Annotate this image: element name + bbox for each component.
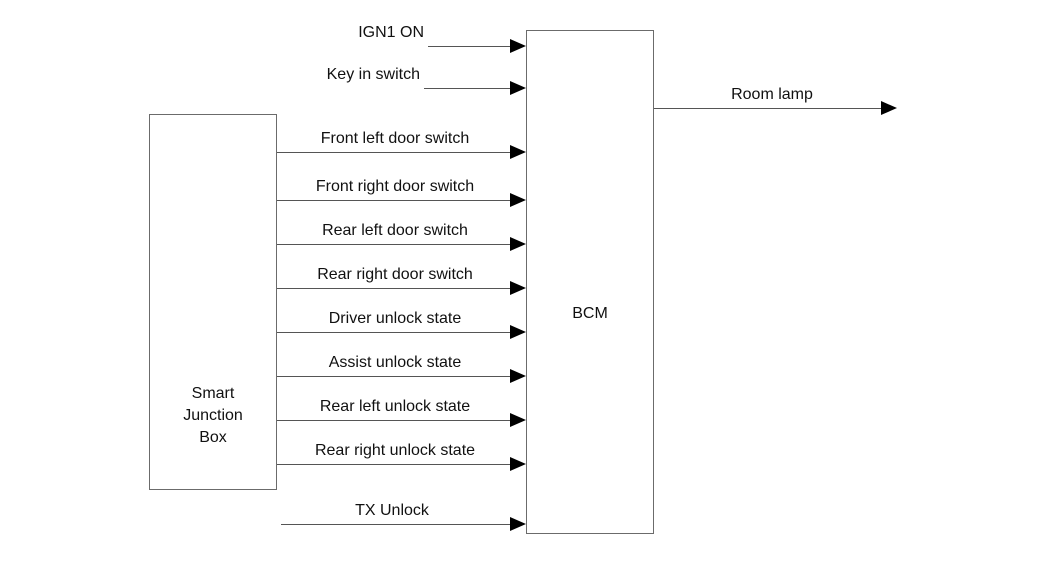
signal-line — [277, 288, 510, 289]
arrowhead-icon — [510, 193, 526, 207]
signal-label: Rear right unlock state — [314, 442, 476, 459]
arrowhead-icon — [510, 145, 526, 159]
block-smart-junction-box[interactable]: Smart Junction Box — [149, 114, 277, 490]
signal-label: Front right door switch — [315, 178, 475, 195]
signal-line — [424, 88, 510, 89]
signal-line — [277, 200, 510, 201]
arrowhead-icon — [510, 517, 526, 531]
arrowhead-icon — [510, 457, 526, 471]
arrowhead-icon — [881, 101, 897, 115]
arrowhead-icon — [510, 325, 526, 339]
signal-label: IGN1 ON — [358, 24, 424, 41]
signal-line — [281, 524, 510, 525]
signal-label: TX Unlock — [355, 502, 429, 519]
signal-line — [654, 108, 881, 109]
bcm-label: BCM — [572, 305, 608, 322]
signal-label: Room lamp — [731, 86, 813, 103]
signal-line — [277, 152, 510, 153]
signal-line — [277, 464, 510, 465]
signal-label: Rear left door switch — [322, 222, 468, 239]
arrowhead-icon — [510, 413, 526, 427]
smart-junction-box-label: Smart Junction Box — [183, 385, 243, 446]
block-bcm[interactable]: BCM — [526, 30, 654, 534]
signal-label: Driver unlock state — [328, 310, 462, 327]
signal-label: Assist unlock state — [328, 354, 462, 371]
signal-line — [277, 244, 510, 245]
signal-line — [428, 46, 510, 47]
signal-label: Key in switch — [326, 66, 420, 83]
signal-line — [277, 332, 510, 333]
signal-label: Front left door switch — [320, 130, 470, 147]
arrowhead-icon — [510, 237, 526, 251]
signal-line — [277, 420, 510, 421]
arrowhead-icon — [510, 369, 526, 383]
signal-line — [277, 376, 510, 377]
signal-label: Rear right door switch — [317, 266, 473, 283]
arrowhead-icon — [510, 281, 526, 295]
arrowhead-icon — [510, 39, 526, 53]
signal-label: Rear left unlock state — [319, 398, 471, 415]
arrowhead-icon — [510, 81, 526, 95]
